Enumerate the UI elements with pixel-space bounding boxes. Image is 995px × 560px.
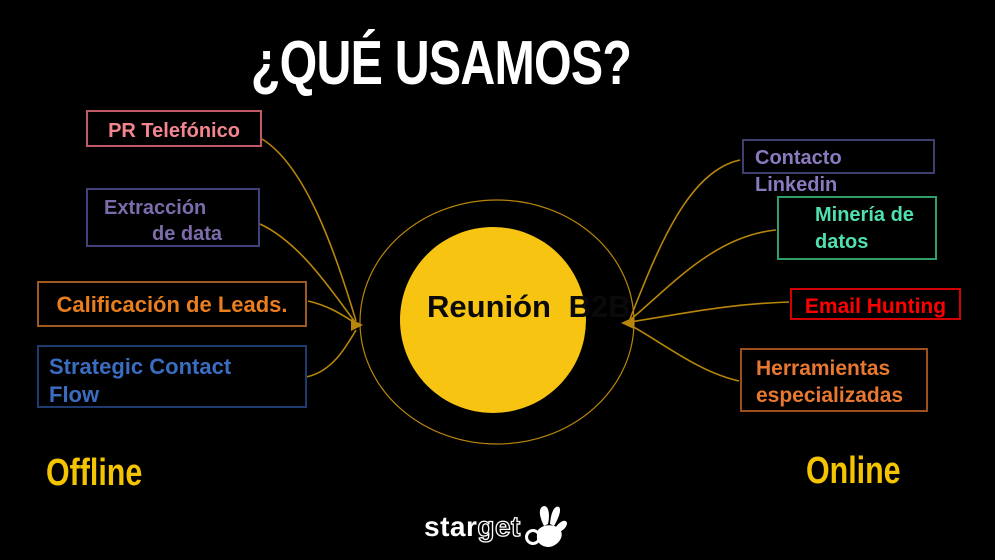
logo-text-solid: star (424, 511, 478, 542)
connector-mineria (629, 229, 777, 321)
starget-logo: star get (424, 504, 568, 550)
node-herramientas-especializadas: Herramientas especializadas (740, 348, 928, 412)
connector-herramientas (629, 324, 740, 382)
node-label-line2: de data (152, 223, 223, 245)
node-email-hunting: Email Hunting (790, 288, 961, 320)
ok-hand-icon (524, 506, 567, 547)
center-label-line1: Reunión (427, 289, 551, 324)
node-label-line1: Extracción (104, 197, 207, 219)
connector-strategic (305, 329, 357, 378)
node-label-lines: Contacto Linkedin (755, 145, 842, 199)
page-title: ¿QUÉ USAMOS? (250, 29, 632, 98)
node-label-line2: Linkedin (755, 174, 838, 196)
center-label-line2: B2B (568, 289, 631, 324)
node-calificacion-de-leads: Calificación de Leads. (37, 281, 307, 327)
center-bubble (400, 227, 586, 413)
node-pr-telefonico: PR Telefónico (86, 110, 262, 147)
node-contacto-linkedin: Contacto Linkedin (742, 139, 935, 196)
online-section-label: Online (806, 450, 901, 492)
node-label-line1: Herramientas (756, 357, 891, 380)
node-label-line2: especializadas (756, 384, 904, 408)
connector-email (629, 301, 790, 323)
node-extraccion-de-data: Extracción de data (86, 188, 260, 247)
connector-contacto (629, 159, 741, 320)
node-label-line1: Strategic Contact (49, 354, 232, 379)
node-label-line1: Contacto (755, 147, 842, 169)
connector-pr-telefonico (261, 138, 357, 322)
connector-extraccion (259, 223, 356, 323)
right-arrowhead-icon (621, 317, 634, 329)
node-label: PR Telefónico (108, 120, 240, 142)
node-label-line1: Minería de (815, 204, 914, 226)
center-node-label: Reunión B2B (427, 289, 631, 324)
node-mineria-de-datos: Minería de datos (777, 196, 937, 260)
node-label: Calificación de Leads. (56, 292, 288, 317)
offline-section-label: Offline (46, 452, 143, 494)
node-label-line2: datos (815, 231, 869, 253)
node-strategic-contact-flow: Strategic Contact Flow (37, 345, 307, 408)
logo-text-outline: get (477, 510, 521, 542)
node-label-line2: Flow (49, 381, 100, 407)
node-label: Email Hunting (804, 295, 947, 318)
left-arrowhead-icon (351, 319, 363, 331)
